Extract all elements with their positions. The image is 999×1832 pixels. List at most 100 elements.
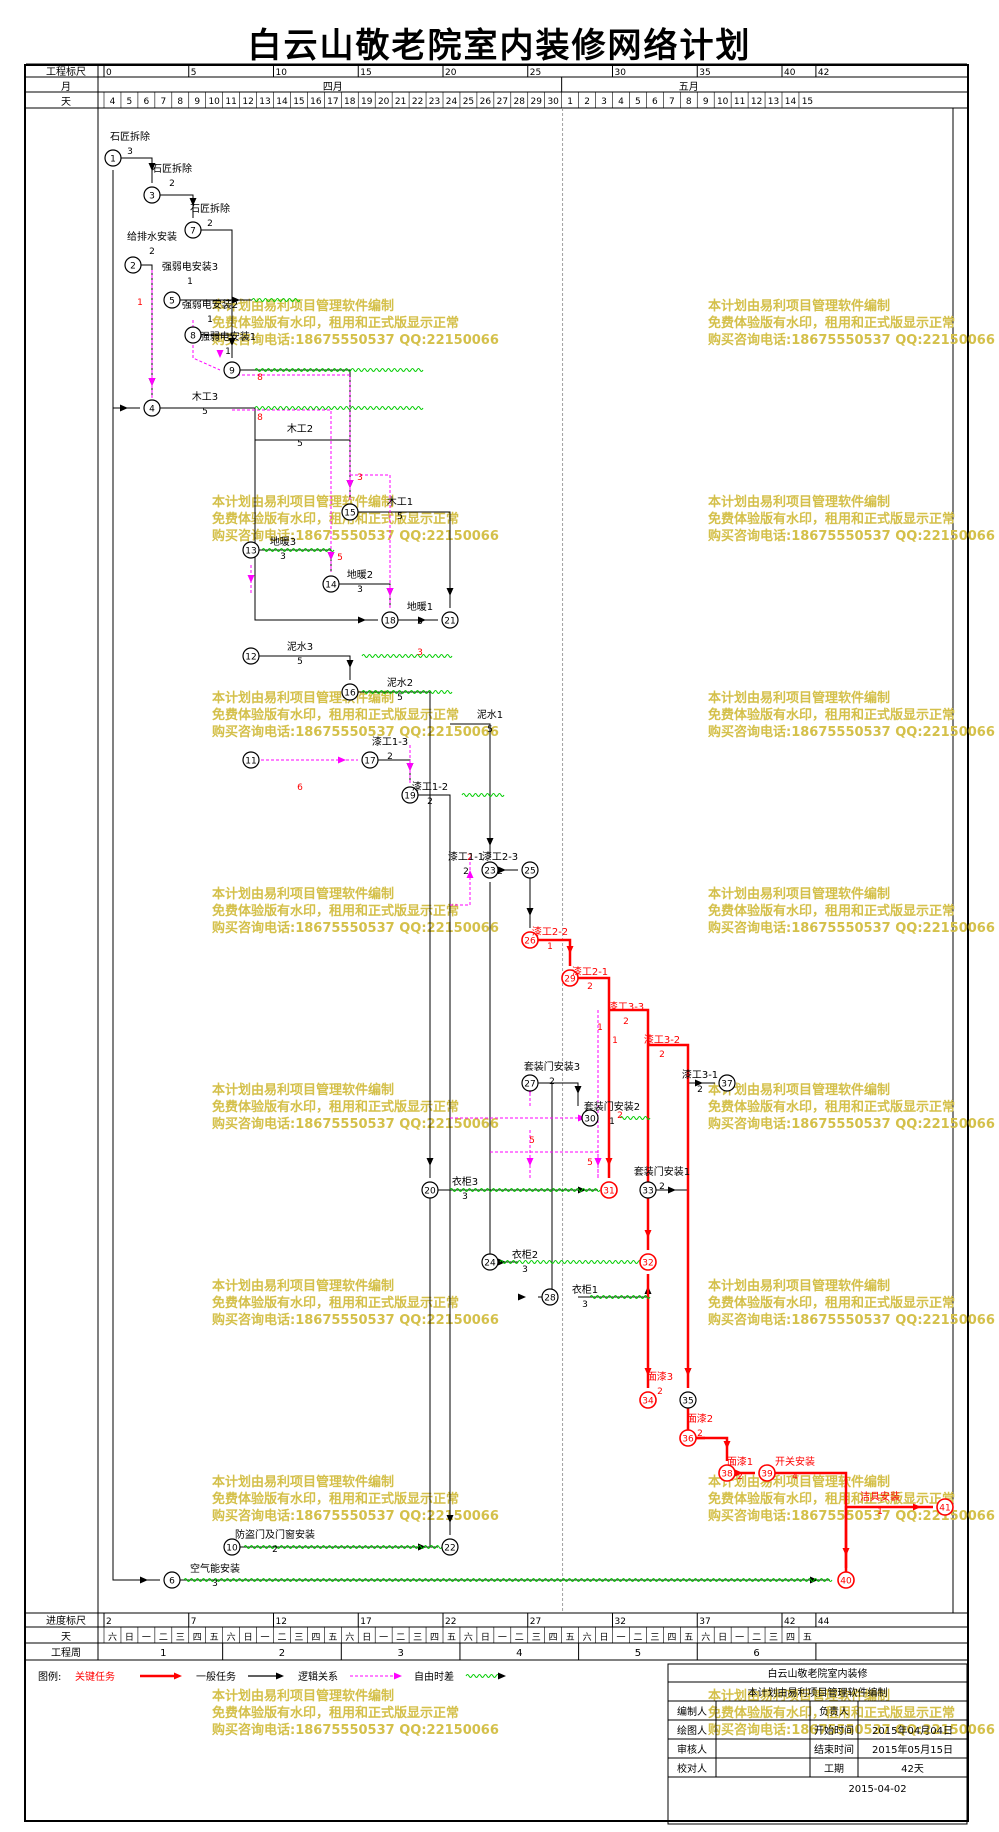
critical-edge <box>844 1505 933 1580</box>
task-duration: 2 <box>463 867 469 877</box>
info-key: 结束时间 <box>814 1743 854 1756</box>
watermark-line: 购买咨询电话:18675550537 QQ:22150066 <box>212 1508 499 1524</box>
info-key: 开始时间 <box>814 1724 854 1737</box>
node-label: 3 <box>149 192 155 202</box>
watermark-line: 本计划由易利项目管理软件编制 <box>212 298 394 314</box>
critical-edge-arrow <box>644 1368 652 1376</box>
info-value: 2015年04月04日 <box>872 1724 953 1737</box>
task-edge <box>113 157 153 183</box>
watermark-line: 免费体验版有水印，租用和正式版显示正常 <box>708 1705 955 1721</box>
watermark-line: 免费体验版有水印，租用和正式版显示正常 <box>708 1295 955 1311</box>
task-duration: 3 <box>582 1300 588 1310</box>
task-duration: 2 <box>587 982 593 992</box>
task-duration: 2 <box>737 1472 743 1482</box>
logic-edge-arrow <box>406 763 414 771</box>
task-duration: 5 <box>397 693 403 703</box>
watermark-line: 本计划由易利项目管理软件编制 <box>212 1082 394 1098</box>
logic-edge-arrow <box>247 575 255 583</box>
task-label: 强弱电安装3 <box>162 260 218 273</box>
logic-edge-arrow <box>327 552 335 560</box>
node-circle <box>361 751 379 769</box>
day-cell: 28 <box>514 97 526 107</box>
watermark-line: 免费体验版有水印，租用和正式版显示正常 <box>212 903 459 919</box>
watermark-line: 购买咨询电话:18675550537 QQ:22150066 <box>708 1116 995 1132</box>
scale-tick: 30 <box>615 68 627 78</box>
node-circle <box>639 1253 657 1271</box>
weekday-cell: 二 <box>396 1633 405 1643</box>
task-edge-arrow <box>498 866 506 874</box>
node-circle <box>600 1181 618 1199</box>
month-may: 五月 <box>679 81 699 93</box>
task-label: 洁具安装 <box>860 1490 900 1503</box>
day-cell: 22 <box>412 97 423 107</box>
logic-edge <box>490 1151 599 1178</box>
task-duration: 2 <box>697 1429 703 1439</box>
node-label: 1 <box>110 155 116 165</box>
node-circle <box>561 969 579 987</box>
scale-tick: 0 <box>106 68 112 78</box>
page-title: 白云山敬老院室内装修网络计划 <box>247 26 752 66</box>
task-label: 石匠拆除 <box>152 162 192 175</box>
weekday-cell: 五 <box>803 1633 812 1643</box>
day-cell: 24 <box>446 97 458 107</box>
task-label: 套装门安装3 <box>524 1060 580 1073</box>
node-circle <box>242 751 260 769</box>
watermark-line: 本计划由易利项目管理软件编制 <box>212 886 394 902</box>
progress-tick: 27 <box>530 1617 541 1627</box>
task-duration: 2 <box>427 797 433 807</box>
week-cell: 4 <box>516 1648 522 1659</box>
task-label: 强弱电安装1 <box>200 330 256 343</box>
task-label: 漆工3-3 <box>608 1000 644 1013</box>
legend-logic-arrow <box>394 1672 402 1680</box>
weekday-cell: 三 <box>176 1633 185 1643</box>
logic-edge-arrow <box>216 350 224 358</box>
task-edge-arrow <box>574 1086 582 1094</box>
task-edge-arrow <box>232 296 240 304</box>
weekday-cell: 四 <box>430 1633 439 1643</box>
logic-edge-arrow <box>594 1158 602 1166</box>
task-duration: 5 <box>487 725 493 735</box>
task-duration: 1 <box>207 315 213 325</box>
watermark-line: 购买咨询电话:18675550537 QQ:22150066 <box>708 332 995 348</box>
weekday-cell: 五 <box>566 1633 575 1643</box>
task-duration: 2 <box>207 219 213 229</box>
node-circle <box>441 1538 459 1556</box>
watermark-line: 免费体验版有水印，租用和正式版显示正常 <box>708 315 955 331</box>
node-circle <box>521 1074 539 1092</box>
task-edge <box>112 170 140 409</box>
info-value: 42天 <box>901 1764 924 1775</box>
task-duration: 5 <box>297 657 303 667</box>
task-label: 衣柜3 <box>452 1175 478 1188</box>
node-label: 4 <box>149 405 155 415</box>
task-label: 面漆1 <box>727 1455 753 1468</box>
task-duration: 1 <box>225 347 231 357</box>
float-wave <box>461 793 505 797</box>
node-circle <box>541 1288 559 1306</box>
progress-tick: 12 <box>276 1617 287 1627</box>
chart-frame <box>24 64 969 1822</box>
watermark-line: 购买咨询电话:18675550537 QQ:22150066 <box>212 332 499 348</box>
task-edge-arrow <box>518 1293 526 1301</box>
watermark-line: 免费体验版有水印，租用和正式版显示正常 <box>212 511 459 527</box>
node-circle <box>322 575 340 593</box>
day-cell: 19 <box>361 97 373 107</box>
watermark-line: 本计划由易利项目管理软件编制 <box>212 1688 394 1704</box>
float-wave <box>589 1295 651 1299</box>
legend-float-label: 自由时差 <box>414 1670 454 1683</box>
node-label: 30 <box>584 1115 596 1125</box>
node-label: 39 <box>761 1470 773 1480</box>
node-label: 25 <box>524 867 535 877</box>
progress-tick: 37 <box>699 1617 710 1627</box>
watermark-line: 免费体验版有水印，租用和正式版显示正常 <box>212 1705 459 1721</box>
task-edge-arrow <box>358 616 366 624</box>
critical-edge <box>648 1043 690 1388</box>
task-label: 套装门安装2 <box>584 1100 640 1113</box>
float-wave <box>361 654 453 658</box>
task-label: 地暖2 <box>347 568 373 581</box>
task-duration: 3 <box>212 1579 218 1589</box>
watermark-line: 本计划由易利项目管理软件编制 <box>708 1688 890 1704</box>
day-cell: 4 <box>110 97 116 107</box>
task-duration: 3 <box>522 1265 528 1275</box>
node-circle <box>124 256 142 274</box>
watermark-line: 本计划由易利项目管理软件编制 <box>708 886 890 902</box>
